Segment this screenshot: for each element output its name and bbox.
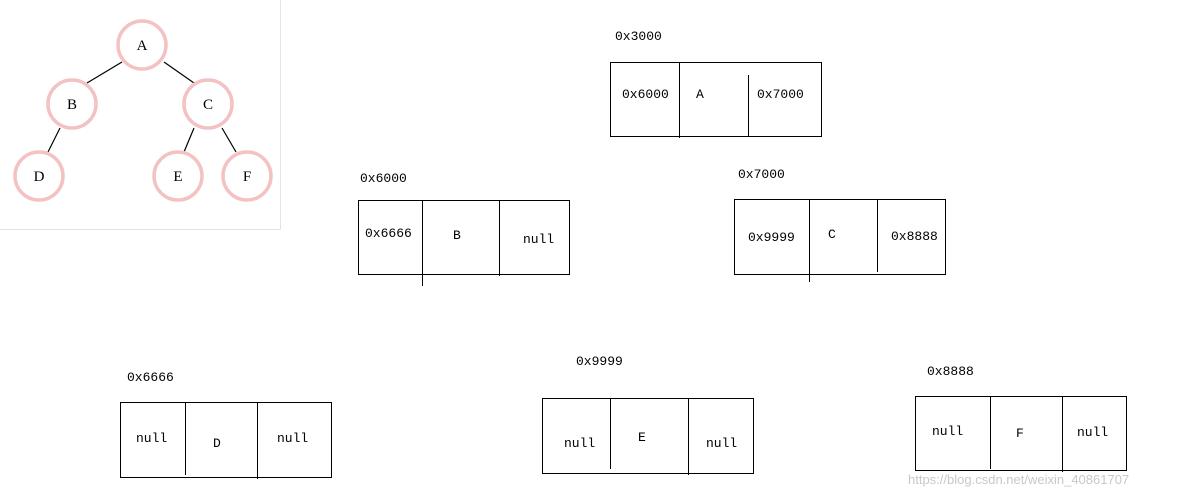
tree-node-f: F — [221, 150, 273, 202]
tree-node-e-label: E — [173, 169, 182, 185]
left-pointer: null — [932, 424, 964, 439]
right-pointer: null — [277, 431, 309, 446]
tree-node-b-label: B — [67, 97, 77, 113]
cell-divider — [257, 403, 258, 479]
cell-divider — [809, 200, 810, 282]
right-pointer: null — [1077, 425, 1109, 440]
cell-divider — [1062, 397, 1063, 472]
cell-divider — [610, 399, 611, 469]
memory-node-0x6000: 0x6666 B null — [358, 200, 570, 286]
address-label-0x7000: 0x7000 — [738, 167, 785, 182]
tree-node-c: C — [182, 78, 234, 130]
edge-a-b — [86, 61, 123, 84]
left-pointer: 0x6000 — [622, 87, 669, 102]
cell-divider — [688, 399, 689, 475]
right-pointer: 0x8888 — [891, 229, 938, 244]
address-label-0x3000: 0x3000 — [615, 29, 662, 44]
cell-divider — [422, 201, 423, 286]
tree-node-d: D — [13, 150, 65, 202]
node-value: A — [696, 87, 704, 102]
tree-node-c-label: C — [203, 97, 213, 113]
watermark: https://blog.csdn.net/weixin_40861707 — [908, 472, 1130, 487]
edge-b-d — [47, 127, 61, 153]
node-value: F — [1016, 426, 1024, 441]
tree-node-a: A — [116, 19, 168, 71]
cell-divider — [185, 403, 186, 475]
address-label-0x9999: 0x9999 — [576, 354, 623, 369]
cell-divider — [679, 63, 680, 138]
memory-node-0x6666: null D null — [120, 402, 332, 479]
right-pointer: 0x7000 — [757, 87, 804, 102]
memory-node-0x9999: null E null — [542, 398, 754, 475]
memory-node-0x8888: null F null — [915, 396, 1127, 472]
right-pointer: null — [523, 232, 555, 247]
right-pointer: null — [706, 436, 738, 451]
tree-node-f-label: F — [243, 169, 251, 185]
cell-divider — [877, 200, 878, 272]
edge-c-e — [183, 127, 195, 153]
address-label-0x6666: 0x6666 — [127, 370, 174, 385]
cell-divider — [499, 201, 500, 276]
edge-a-c — [163, 61, 195, 84]
address-label-0x6000: 0x6000 — [360, 171, 407, 186]
address-label-0x8888: 0x8888 — [927, 364, 974, 379]
node-value: C — [828, 227, 836, 242]
left-pointer: null — [564, 436, 596, 451]
left-pointer: null — [136, 431, 168, 446]
tree-panel: A B C D E F — [0, 0, 281, 230]
edge-c-f — [221, 127, 237, 153]
cell-divider — [748, 75, 749, 137]
memory-node-0x7000: 0x9999 C 0x8888 — [734, 199, 946, 282]
memory-node-0x3000: 0x6000 A 0x7000 — [610, 62, 822, 138]
node-value: B — [453, 228, 461, 243]
node-value: E — [638, 430, 646, 445]
tree-node-e: E — [152, 150, 204, 202]
tree-node-b: B — [46, 78, 98, 130]
tree-node-d-label: D — [34, 169, 45, 185]
tree-node-a-label: A — [137, 38, 148, 54]
cell-divider — [990, 397, 991, 469]
left-pointer: 0x6666 — [365, 226, 412, 241]
left-pointer: 0x9999 — [748, 230, 795, 245]
node-value: D — [213, 436, 221, 451]
binary-tree-svg: A B C D E F — [13, 19, 273, 202]
